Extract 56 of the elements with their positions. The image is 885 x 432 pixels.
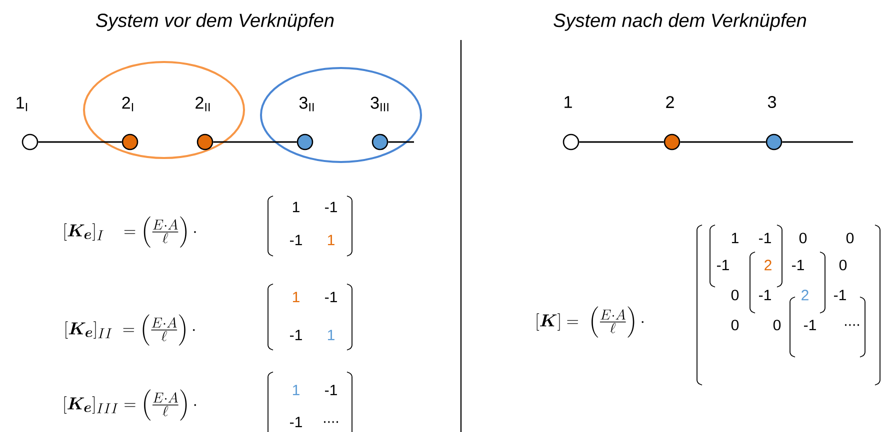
stiffness-formula: $[\boldsymbol{K}_{\boldsymbol{e}}]_{I}\;\;\;=\left(\frac{E\cdot A}{\ell}\right)\cdot$: [64, 216, 196, 248]
matrix-entry: -1: [325, 292, 337, 302]
matrix-entry: -1: [290, 330, 302, 340]
matrix-entry: 1: [732, 232, 738, 244]
node-label: 3$_{III}$: [370, 96, 388, 112]
section-title: System nach dem Verknüpfen: [554, 13, 806, 31]
node-label: 2: [666, 96, 674, 108]
node-label: 2$_{II}$: [196, 96, 210, 112]
matrix-entry: 0: [799, 232, 807, 244]
node-label: 3: [768, 96, 776, 108]
stiffness-formula: $[\boldsymbol{K}]=\;\left(\frac{E\cdot A}{\ell}\right)\cdot$: [536, 306, 644, 338]
matrix-entry: 1: [328, 234, 334, 246]
stiffness-formula: $[\boldsymbol{K}_{\boldsymbol{e}}]_{III}=\left(\frac{E\cdot A}{\ell}\right)\cdot$: [64, 389, 196, 421]
matrix-entry: 0: [731, 320, 739, 330]
joint-circle: [122, 134, 138, 150]
matrix-entry: -1: [717, 260, 729, 270]
matrix-entry: -1: [325, 202, 337, 212]
beam-line: [782, 141, 853, 143]
beam-line: [38, 141, 122, 143]
matrix-entry: 0: [846, 232, 854, 244]
joint-circle: [22, 134, 38, 150]
matrix-entry: 1: [292, 292, 300, 302]
matrix-entry: 2: [802, 290, 808, 300]
matrix-entry: 0: [773, 320, 781, 330]
matrix-entry: 1: [328, 330, 334, 340]
matrix-entry: 0: [731, 290, 739, 300]
beam-line: [579, 141, 664, 143]
joint-circle: [196, 134, 214, 150]
beam-line: [388, 141, 414, 143]
matrix-entry: 2: [764, 260, 772, 270]
matrix-entry: -1: [290, 416, 302, 428]
section-title: System vor dem Verknüpfen: [96, 13, 334, 31]
joint-circle: [372, 134, 388, 150]
joint-circle: [664, 134, 680, 150]
node-label: 1: [564, 96, 572, 108]
node-label: 1$_{I}$: [16, 96, 28, 112]
matrix-entry: 0: [839, 260, 847, 270]
matrix-entry: -1: [834, 290, 846, 300]
matrix-entry: ....: [845, 324, 859, 326]
matrix-entry: -1: [325, 384, 337, 396]
beam-line: [680, 141, 766, 143]
node-label: 2$_{I}$: [122, 96, 134, 112]
matrix-entry: -1: [804, 320, 816, 330]
matrix-entry: -1: [759, 232, 771, 244]
matrix-entry: 1: [292, 384, 300, 396]
matrix-entry: -1: [792, 260, 804, 270]
joint-circle: [766, 134, 782, 150]
stiffness-formula: $[\boldsymbol{K}_{\boldsymbol{e}}]_{II}\;=\left(\frac{E\cdot A}{\ell}\right)\cdot$: [66, 314, 195, 346]
beam-line: [213, 141, 297, 143]
node-label: 3$_{II}$: [299, 96, 314, 112]
matrix-entry: -1: [290, 234, 302, 246]
matrix-entry: 1: [292, 202, 300, 212]
joint-circle: [562, 134, 580, 150]
joint-circle: [296, 134, 314, 150]
matrix-entry: -1: [759, 290, 771, 300]
matrix-entry: ....: [324, 421, 338, 423]
